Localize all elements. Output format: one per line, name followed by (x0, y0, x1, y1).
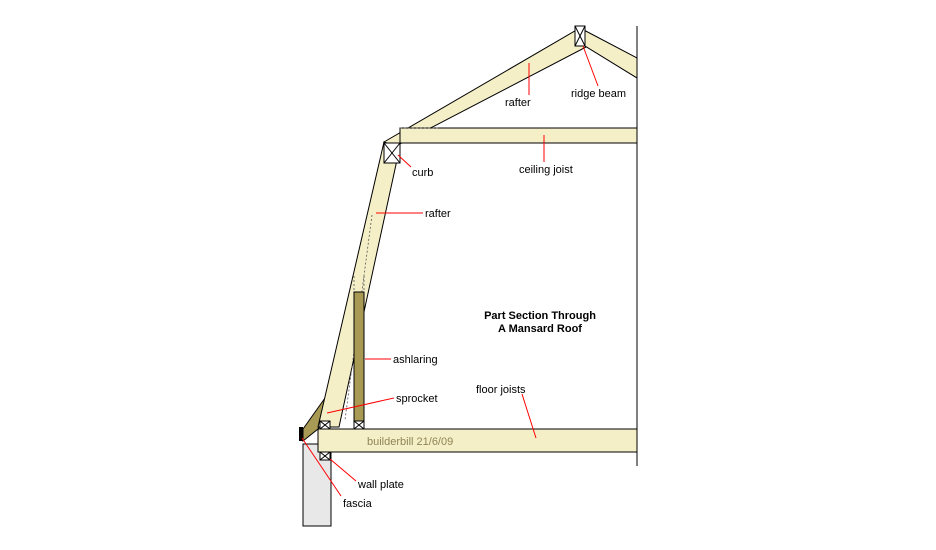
ridge-beam (574, 25, 586, 47)
upper-rafter-right (579, 27, 638, 79)
label-ceiling-joist: ceiling joist (519, 164, 573, 176)
curb (383, 142, 401, 164)
wall-plate (319, 451, 331, 461)
ashlar-plate (353, 420, 365, 430)
label-ashlaring: ashlaring (393, 354, 438, 366)
label-fascia: fascia (343, 498, 373, 510)
floor-joists (317, 428, 638, 453)
fascia (299, 427, 303, 441)
label-floor-joists: floor joists (476, 384, 526, 396)
label-sprocket: sprocket (396, 393, 438, 405)
label-wall-plate: wall plate (357, 479, 404, 491)
label-rafter-upper: rafter (505, 97, 531, 109)
label-rafter-lower: rafter (425, 208, 451, 220)
diagram-title-line1: Part Section Through (484, 310, 596, 322)
diagram-title-line2: A Mansard Roof (498, 323, 582, 335)
label-curb: curb (412, 167, 433, 179)
label-arrows (301, 45, 599, 497)
signature: builderbill 21/6/09 (367, 436, 453, 448)
ashlaring-stud (353, 291, 365, 422)
rafter-foot-plate (319, 420, 331, 430)
label-ridge-beam: ridge beam (571, 88, 626, 100)
ceiling-joist (399, 127, 638, 144)
